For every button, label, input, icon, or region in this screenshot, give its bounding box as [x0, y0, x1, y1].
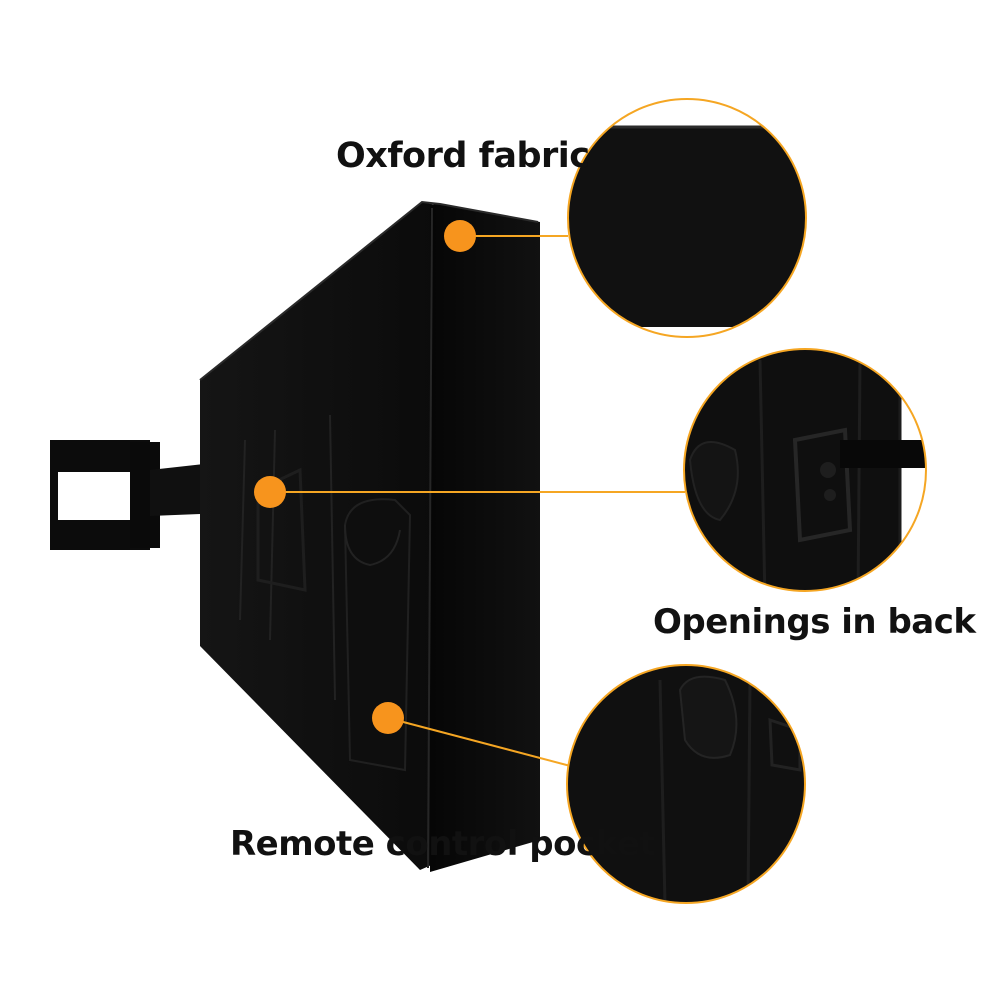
- callout-markers: [254, 220, 476, 734]
- callout-label-oxford-fabric: Oxford fabric: [336, 136, 590, 176]
- zoom-circle-oxford: [567, 98, 807, 338]
- marker-openings: [254, 476, 286, 508]
- zoom-circle-remote: [566, 664, 806, 904]
- marker-oxford: [444, 220, 476, 252]
- callout-label-remote-control-pocket: Remote control pocket: [230, 824, 656, 864]
- tv-cover: [199, 200, 540, 872]
- callout-connectors: [270, 235, 685, 769]
- zoom-circle-openings: [683, 348, 927, 592]
- marker-remote: [372, 702, 404, 734]
- callout-label-openings-in-back: Openings in back: [653, 602, 976, 642]
